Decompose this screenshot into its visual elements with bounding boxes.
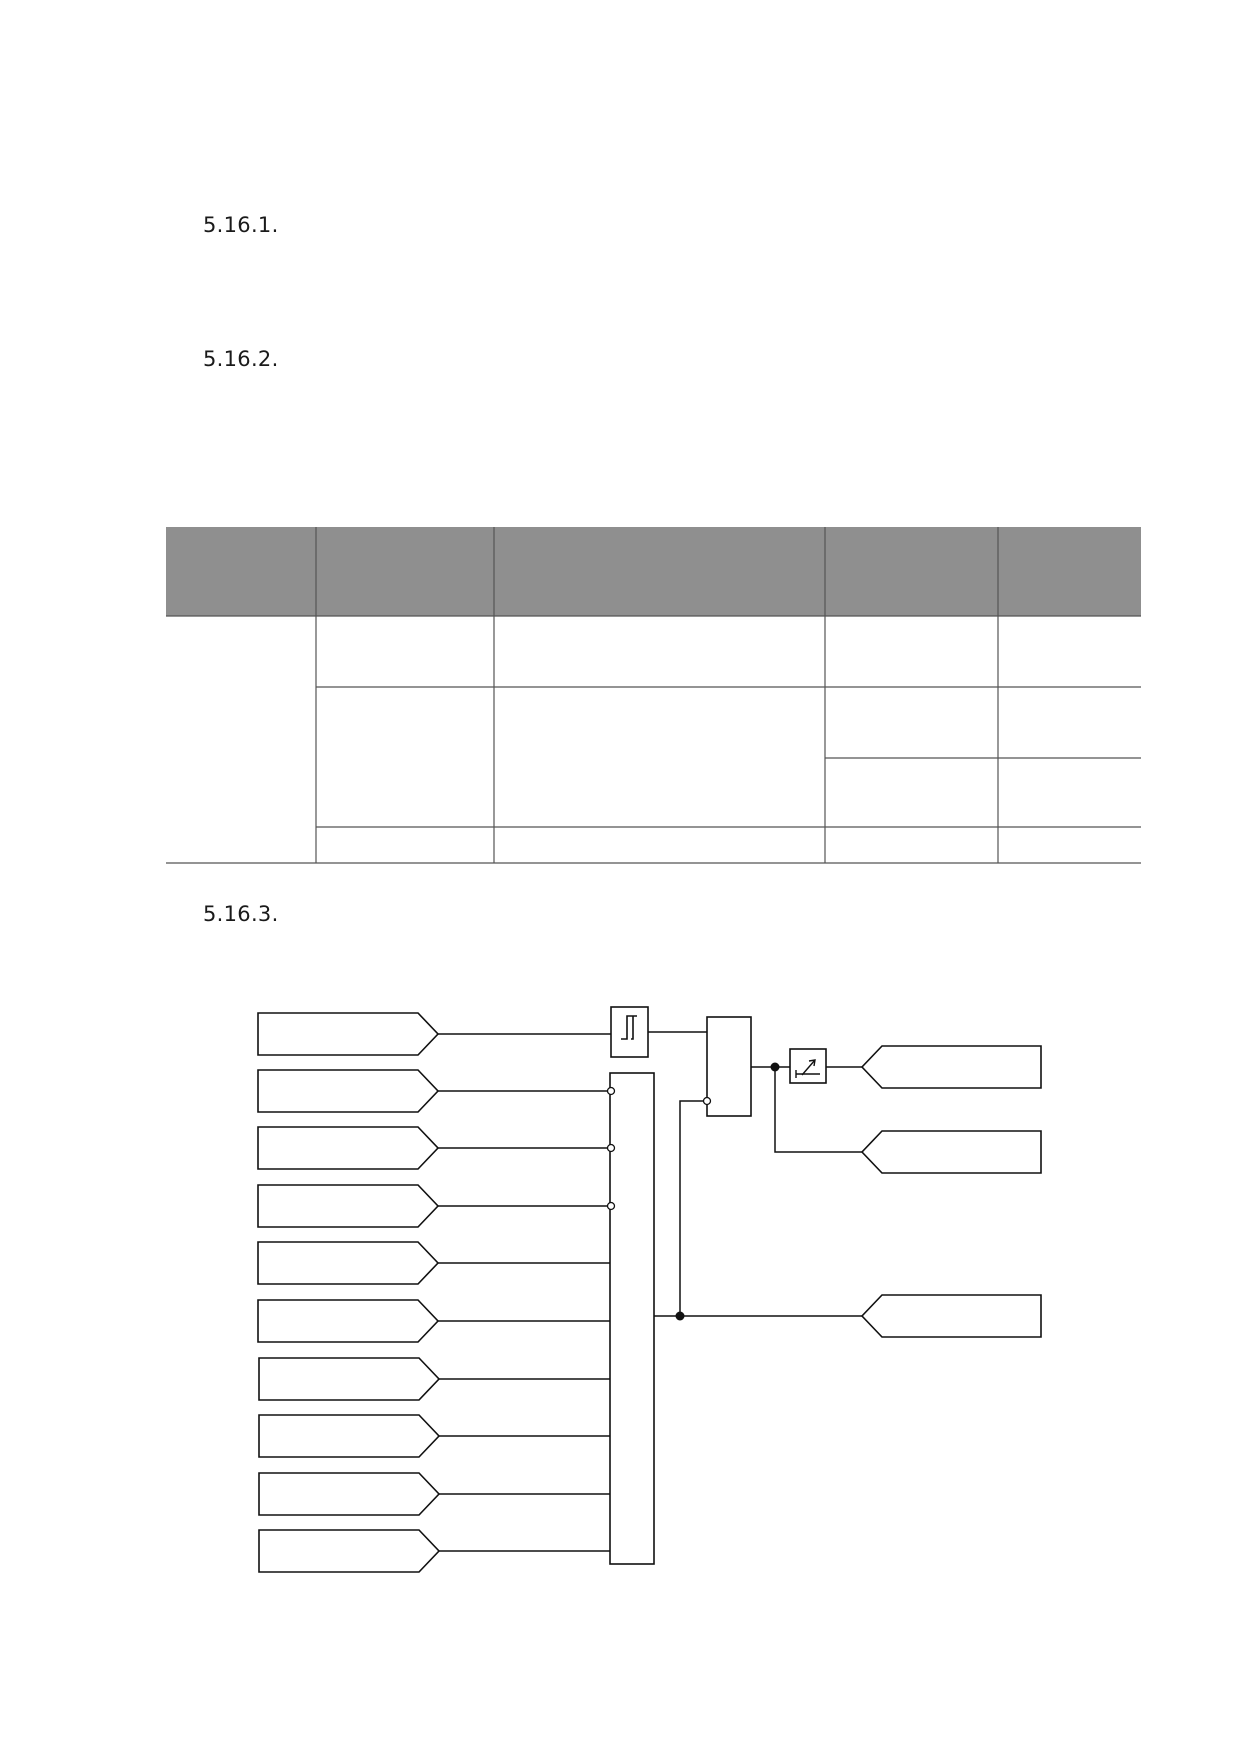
inversion-circle [606,1086,616,1096]
input-tag [258,1357,441,1401]
table-header [166,527,1141,616]
input-tag [258,1414,441,1458]
junction-dot [675,1311,685,1321]
inversion-circle [606,1143,616,1153]
junction-dot [770,1062,780,1072]
and-gate-block [706,1016,752,1117]
input-tag [257,1012,440,1056]
input-tag [257,1126,440,1170]
input-tag [258,1472,441,1516]
hysteresis-block [610,1006,649,1058]
or-gate-block [609,1072,655,1565]
input-tag [257,1241,440,1285]
section-number: 5.16.2. [203,347,279,371]
output-tag [860,1130,1042,1174]
section-number: 5.16.1. [203,213,279,237]
section-number: 5.16.3. [203,902,279,926]
hysteresis-icon [621,1015,637,1040]
input-tag [257,1069,440,1113]
output-tag [860,1045,1042,1089]
input-tag [257,1184,440,1228]
spec-table [166,527,1141,864]
input-tag [257,1299,440,1343]
inversion-circle [606,1201,616,1211]
inversion-circle [702,1096,712,1106]
adjust-icon [795,1059,820,1078]
input-tag [258,1529,441,1573]
output-tag [860,1294,1042,1338]
